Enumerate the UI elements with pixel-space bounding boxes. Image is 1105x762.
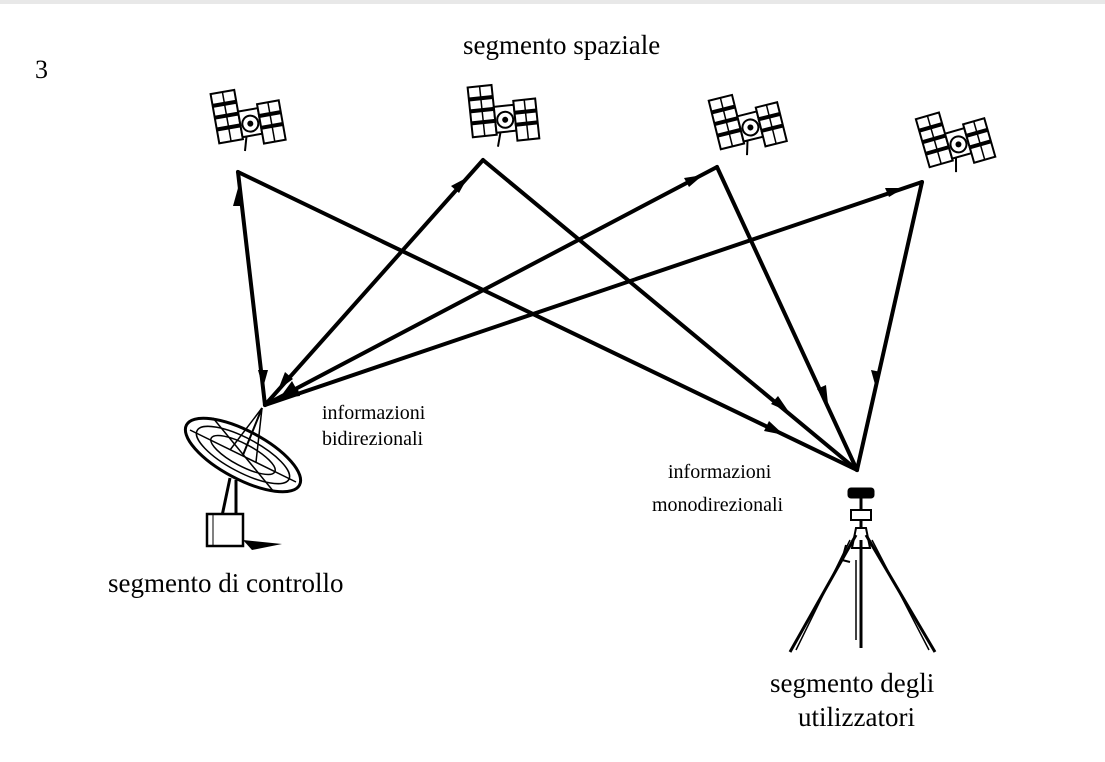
- satellite-icon: [706, 82, 790, 163]
- satellite-icon: [208, 80, 289, 158]
- monodirectional-info-label-line2: monodirezionali: [652, 494, 784, 516]
- arrow-down-ctrl2: [278, 372, 293, 390]
- arrowheads: [233, 175, 904, 435]
- arrow-down-user1: [764, 421, 784, 435]
- arrow-down-ctrl4: [283, 386, 300, 398]
- arrow-up-sat2: [451, 177, 468, 193]
- arrow-up-sat3: [684, 175, 703, 187]
- link-sat4-user: [855, 180, 924, 472]
- link-sat3-control: [263, 165, 719, 407]
- arrow-down-user4: [871, 370, 881, 388]
- arrow-up-sat1: [233, 188, 243, 206]
- tripod-receiver-icon: [788, 487, 937, 653]
- arrow-down-user3: [817, 385, 828, 404]
- link-sat4-control: [263, 180, 924, 407]
- user-segment-label-line2: utilizzatori: [798, 702, 915, 732]
- link-sat1-control: [236, 170, 267, 407]
- monodirectional-info-label-line1: informazioni: [668, 461, 772, 483]
- link-sat2-user: [481, 158, 859, 472]
- link-sat1-user: [236, 170, 859, 472]
- signal-links: [236, 158, 924, 472]
- satellite-icon: [465, 78, 542, 152]
- bidirectional-info-label-line2: bidirezionali: [322, 428, 424, 450]
- satellite-icon: [913, 98, 999, 181]
- arrow-down-ctrl1: [258, 370, 268, 388]
- space-segment-label: segmento spaziale: [463, 30, 661, 60]
- figure-number: 3: [35, 55, 48, 84]
- control-segment-label: segmento di controllo: [108, 568, 344, 598]
- top-border: [0, 0, 1105, 4]
- satellite-dish-icon: [183, 407, 303, 550]
- arrow-down-user2: [771, 396, 789, 412]
- arrow-up-sat4: [885, 188, 904, 197]
- link-sat3-user: [715, 165, 859, 472]
- user-segment-label-line1: segmento degli: [770, 668, 935, 698]
- bidirectional-info-label-line1: informazioni: [322, 402, 426, 424]
- link-sat2-control: [263, 158, 485, 407]
- arrow-down-ctrl3: [281, 381, 297, 396]
